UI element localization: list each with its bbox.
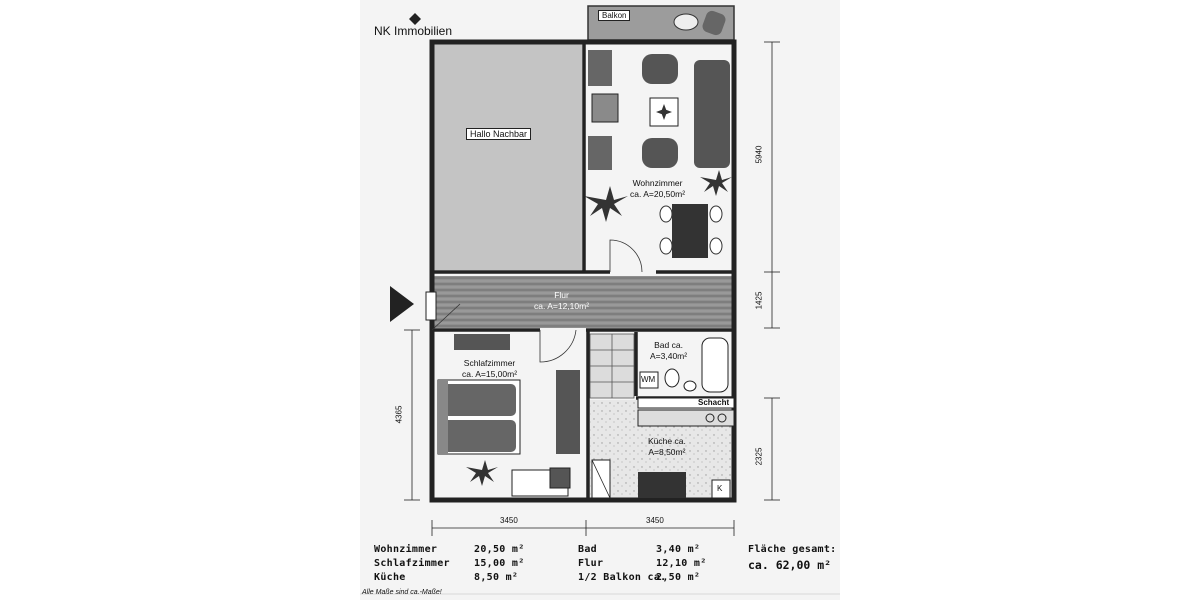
neighbor-area bbox=[432, 44, 582, 270]
room-bad-name: Bad ca. bbox=[654, 340, 683, 350]
dim-bottom-left: 3450 bbox=[500, 516, 518, 525]
summary-value-6: 2,50 m² bbox=[656, 572, 701, 583]
plant-living-2 bbox=[700, 170, 732, 196]
bathtub bbox=[701, 337, 729, 393]
summary-value-1: 20,50 m² bbox=[474, 544, 525, 555]
summary-name-3: Küche bbox=[374, 572, 406, 583]
entry-arrow bbox=[390, 286, 414, 322]
fixture-k: K bbox=[717, 484, 723, 493]
neighbor-label: Hallo Nachbar bbox=[466, 128, 532, 140]
room-kueche: Küche ca. A=8,50m² bbox=[648, 436, 686, 458]
room-flur-area: ca. A=12,10m² bbox=[534, 301, 590, 311]
summary-name-1: Wohnzimmer bbox=[374, 544, 438, 555]
room-flur-name: Flur bbox=[554, 290, 569, 300]
balcony-label: Balkon bbox=[598, 10, 631, 21]
room-flur: Flur ca. A=12,10m² bbox=[534, 290, 589, 312]
dim-left: 4365 bbox=[394, 405, 404, 424]
summary-value-4: 3,40 m² bbox=[656, 544, 701, 555]
plant-bedroom bbox=[466, 460, 498, 486]
dim-bottom-right: 3450 bbox=[646, 516, 664, 525]
summary-name-2: Schlafzimmer bbox=[374, 558, 450, 569]
entry-door bbox=[425, 291, 437, 321]
summary-value-2: 15,00 m² bbox=[474, 558, 525, 569]
balcony-chair bbox=[702, 10, 726, 36]
room-kueche-area: A=8,50m² bbox=[648, 447, 686, 457]
room-schlafzimmer: Schlafzimmer ca. A=15,00m² bbox=[462, 358, 517, 380]
total-value: ca. 62,00 m² bbox=[748, 558, 832, 572]
sofa bbox=[694, 60, 730, 168]
room-wohnzimmer-name: Wohnzimmer bbox=[632, 178, 683, 188]
desk-chair bbox=[549, 467, 571, 489]
fridge bbox=[711, 479, 731, 499]
floor-plan-drawing bbox=[360, 5, 840, 595]
total-label: Fläche gesamt: bbox=[748, 544, 837, 555]
dim-right-mid: 1425 bbox=[754, 291, 764, 310]
staircase bbox=[589, 333, 635, 399]
room-bad-area: A=3,40m² bbox=[650, 351, 688, 361]
tv-cabinet bbox=[591, 93, 619, 123]
fixture-schacht: Schacht bbox=[698, 398, 730, 407]
summary-name-4: Bad bbox=[578, 544, 597, 555]
dining-table bbox=[672, 204, 708, 258]
footnote: Alle Maße sind ca.-Maße! bbox=[362, 589, 442, 596]
room-wohnzimmer: Wohnzimmer ca. A=20,50m² bbox=[630, 178, 685, 200]
shaft bbox=[637, 397, 735, 409]
armchair-top bbox=[642, 54, 678, 84]
toilet bbox=[664, 368, 680, 388]
floor-plan-sheet: NK Immobilien Balkon Hallo Nachbar Wohnz… bbox=[360, 0, 840, 600]
dim-right-bottom: 2325 bbox=[754, 447, 764, 466]
summary-name-5: Flur bbox=[578, 558, 604, 569]
cabinet-bottom bbox=[588, 136, 612, 170]
logo-diamond-icon bbox=[409, 13, 421, 25]
sink bbox=[683, 380, 697, 392]
room-wohnzimmer-area: ca. A=20,50m² bbox=[630, 189, 686, 199]
kitchen-table bbox=[638, 472, 686, 498]
counter bbox=[637, 409, 735, 427]
room-bad: Bad ca. A=3,40m² bbox=[650, 340, 687, 362]
wardrobe bbox=[556, 370, 580, 454]
balcony-table bbox=[673, 13, 699, 31]
dresser bbox=[454, 334, 510, 350]
room-schlafzimmer-name: Schlafzimmer bbox=[463, 358, 516, 368]
fixture-wm: WM bbox=[641, 375, 656, 384]
summary-value-3: 8,50 m² bbox=[474, 572, 519, 583]
room-schlafzimmer-area: ca. A=15,00m² bbox=[462, 369, 518, 379]
summary-name-6: 1/2 Balkon ca. bbox=[578, 572, 667, 583]
cabinet-top bbox=[588, 50, 612, 86]
brand-title: NK Immobilien bbox=[374, 24, 453, 38]
summary-value-5: 12,10 m² bbox=[656, 558, 707, 569]
armchair-bottom bbox=[642, 138, 678, 168]
dim-right-top: 5940 bbox=[754, 145, 764, 164]
plant-living-1 bbox=[584, 186, 628, 222]
hallway-floor bbox=[432, 276, 734, 328]
washing-machine bbox=[639, 371, 659, 389]
room-kueche-name: Küche ca. bbox=[648, 436, 686, 446]
